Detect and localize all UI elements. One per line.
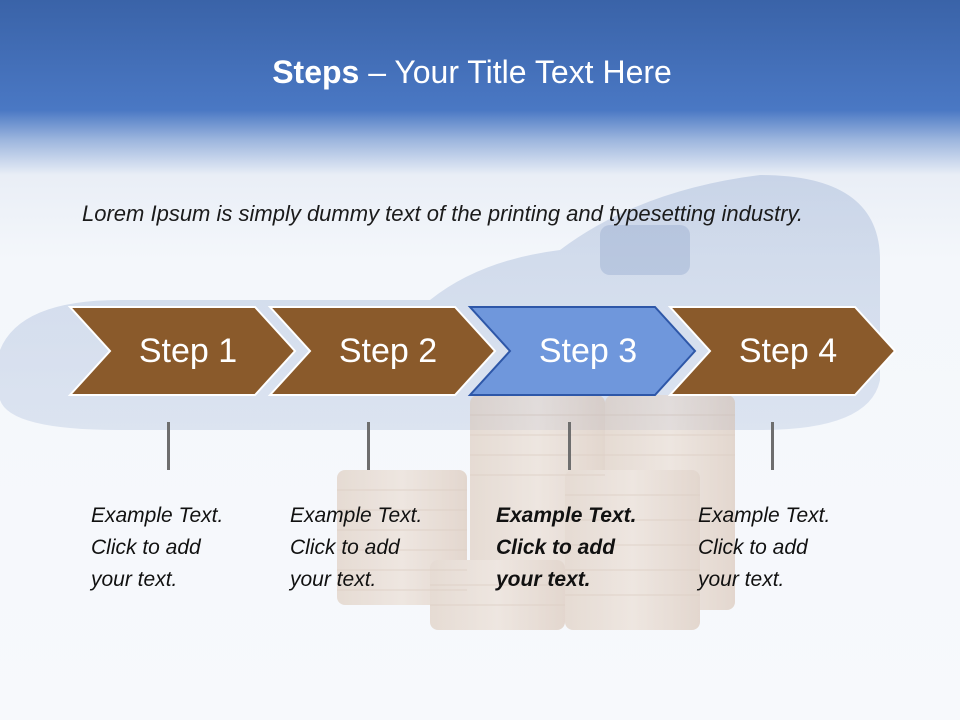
step-1-desc-line: Example Text. <box>91 504 224 527</box>
slide-title: Steps – Your Title Text Here <box>0 54 944 91</box>
title-rest: – Your Title Text Here <box>359 54 672 90</box>
step-3-chevron[interactable] <box>467 306 697 396</box>
step-1-desc-line: your text. <box>91 568 178 591</box>
step-2-desc-line: Click to add <box>290 536 400 559</box>
step-2-chevron[interactable] <box>267 306 497 396</box>
step-2-desc-line: your text. <box>290 568 377 591</box>
step-2-connector <box>367 422 370 470</box>
step-2-desc-line: Example Text. <box>290 504 423 527</box>
step-4-desc-line: your text. <box>698 568 785 591</box>
step-4-desc-line: Click to add <box>698 536 808 559</box>
step-4-connector <box>771 422 774 470</box>
step-2-description[interactable]: Example Text. Click to add your text. <box>290 500 470 596</box>
step-3-desc-line: Click to add <box>496 536 616 559</box>
step-4-description[interactable]: Example Text. Click to add your text. <box>698 500 878 596</box>
step-1-desc-line: Click to add <box>91 536 201 559</box>
step-1-description[interactable]: Example Text. Click to add your text. <box>91 500 271 596</box>
step-4-desc-line: Example Text. <box>698 504 831 527</box>
step-3-connector <box>568 422 571 470</box>
title-bold: Steps <box>272 54 360 90</box>
step-1-label: Step 1 <box>138 332 238 370</box>
step-2-label: Step 2 <box>338 332 438 370</box>
step-3-desc-line: Example Text. <box>496 504 637 527</box>
step-1-connector <box>167 422 170 470</box>
step-3-label: Step 3 <box>538 332 638 370</box>
intro-text: Lorem Ipsum is simply dummy text of the … <box>82 201 804 226</box>
step-1-chevron[interactable] <box>67 306 297 396</box>
step-3-description[interactable]: Example Text. Click to add your text. <box>496 500 676 596</box>
step-3-desc-line: your text. <box>496 568 591 591</box>
step-4-chevron[interactable] <box>667 306 897 396</box>
step-4-label: Step 4 <box>738 332 838 370</box>
